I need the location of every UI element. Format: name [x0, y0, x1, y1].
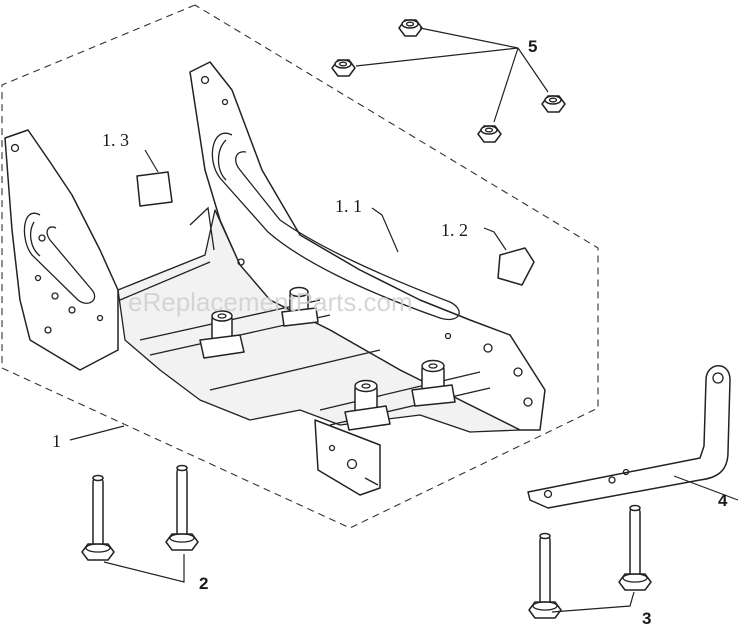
leader-5 — [355, 27, 549, 123]
label-plate-1-3 — [136, 171, 173, 207]
bolt-2 — [81, 474, 115, 561]
callout-1-1: 1. 1 — [335, 196, 362, 216]
bolt-2 — [165, 464, 199, 551]
nut-5 — [477, 125, 502, 143]
leader-3 — [551, 591, 635, 613]
mount-standoff — [411, 359, 456, 407]
mount-standoff — [344, 379, 391, 431]
bolt-3 — [528, 532, 562, 619]
leader-4 — [673, 475, 739, 501]
bolt-3 — [618, 504, 652, 591]
callout-2: 2 — [199, 574, 208, 593]
callout-1: 1 — [52, 431, 61, 451]
leader-1-3 — [144, 149, 159, 173]
callout-1-2: 1. 2 — [441, 220, 468, 240]
watermark: eReplacementParts.com — [128, 287, 413, 317]
mount-standoff — [281, 286, 319, 327]
callout-5: 5 — [528, 37, 537, 56]
nut-5 — [398, 19, 423, 37]
bracket-assembly — [4, 61, 546, 496]
mount-standoff — [199, 310, 245, 359]
assembly-boundary — [1, 4, 599, 529]
leader-1-1 — [371, 207, 399, 253]
nut-5 — [541, 95, 566, 113]
nut-5 — [331, 59, 356, 77]
callout-1-3: 1. 3 — [102, 130, 129, 150]
label-plate-1-2 — [497, 247, 535, 286]
brace-4 — [527, 365, 731, 509]
callout-4: 4 — [718, 491, 728, 510]
leader-1-2 — [483, 227, 507, 251]
leader-1 — [69, 425, 125, 441]
callout-3: 3 — [642, 609, 651, 628]
leader-2 — [103, 554, 185, 583]
